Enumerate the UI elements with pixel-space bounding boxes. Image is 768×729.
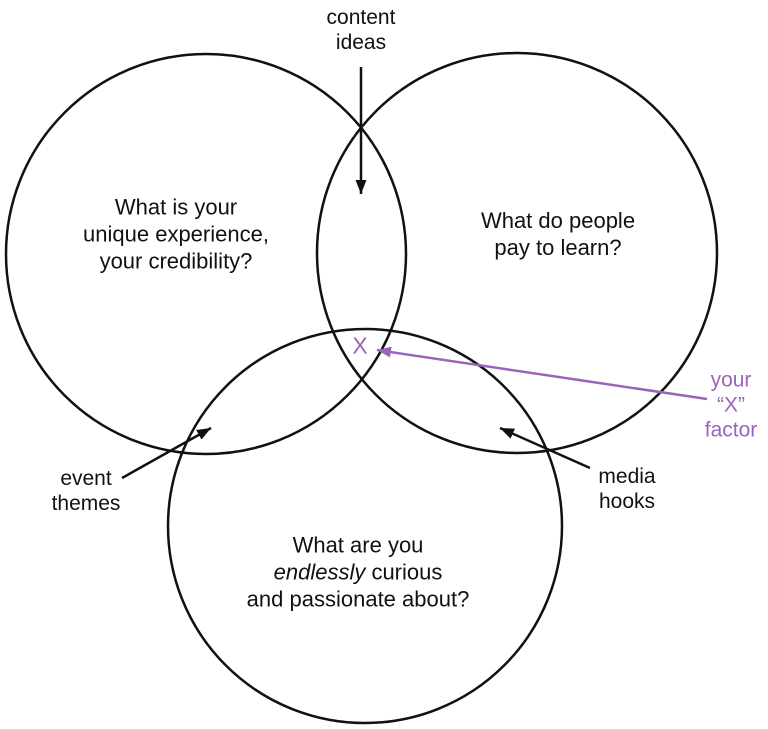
left-circle-line3: your credibility? xyxy=(99,248,253,274)
bottom-circle-line2-rest: curious xyxy=(365,559,443,585)
event-themes-arrow xyxy=(121,426,212,480)
x-factor-arrow xyxy=(376,346,708,401)
event-themes-line2: themes xyxy=(51,492,121,515)
left-circle xyxy=(4,52,408,456)
right-circle-text: What do people pay to learn? xyxy=(481,207,635,261)
left-circle-text: What is your unique experience, your cre… xyxy=(83,194,269,275)
x-intersection-marker: X xyxy=(352,332,368,359)
right-circle-line2: pay to learn? xyxy=(494,235,622,260)
bottom-circle-line2: endlessly curious xyxy=(247,559,470,586)
content-ideas-line2: ideas xyxy=(335,31,387,54)
x-factor-label: your “X” factor xyxy=(705,368,758,443)
bottom-circle xyxy=(166,327,564,725)
event-themes-label: event themes xyxy=(52,466,121,516)
media-hooks-line1: media xyxy=(598,465,656,488)
event-themes-line1: event xyxy=(60,467,112,490)
bottom-circle-line1: What are you xyxy=(292,532,424,558)
media-hooks-label: media hooks xyxy=(598,464,655,514)
content-ideas-label: content ideas xyxy=(327,5,396,55)
right-circle-line1: What do people xyxy=(480,208,636,233)
bottom-circle-text: What are you endlessly curious and passi… xyxy=(247,532,470,613)
left-circle-line2: unique experience, xyxy=(83,221,269,247)
left-circle-line1: What is your xyxy=(114,194,238,220)
x-factor-line1: your xyxy=(710,368,752,392)
x-factor-line3: factor xyxy=(704,418,758,442)
bottom-circle-line2-italic: endlessly xyxy=(273,559,366,585)
media-hooks-line2: hooks xyxy=(598,490,656,513)
media-hooks-arrow xyxy=(499,426,591,470)
x-factor-line2: “X” xyxy=(717,393,745,417)
right-circle xyxy=(315,51,719,455)
bottom-circle-line3: and passionate about? xyxy=(246,586,470,612)
content-ideas-line1: content xyxy=(326,6,396,29)
